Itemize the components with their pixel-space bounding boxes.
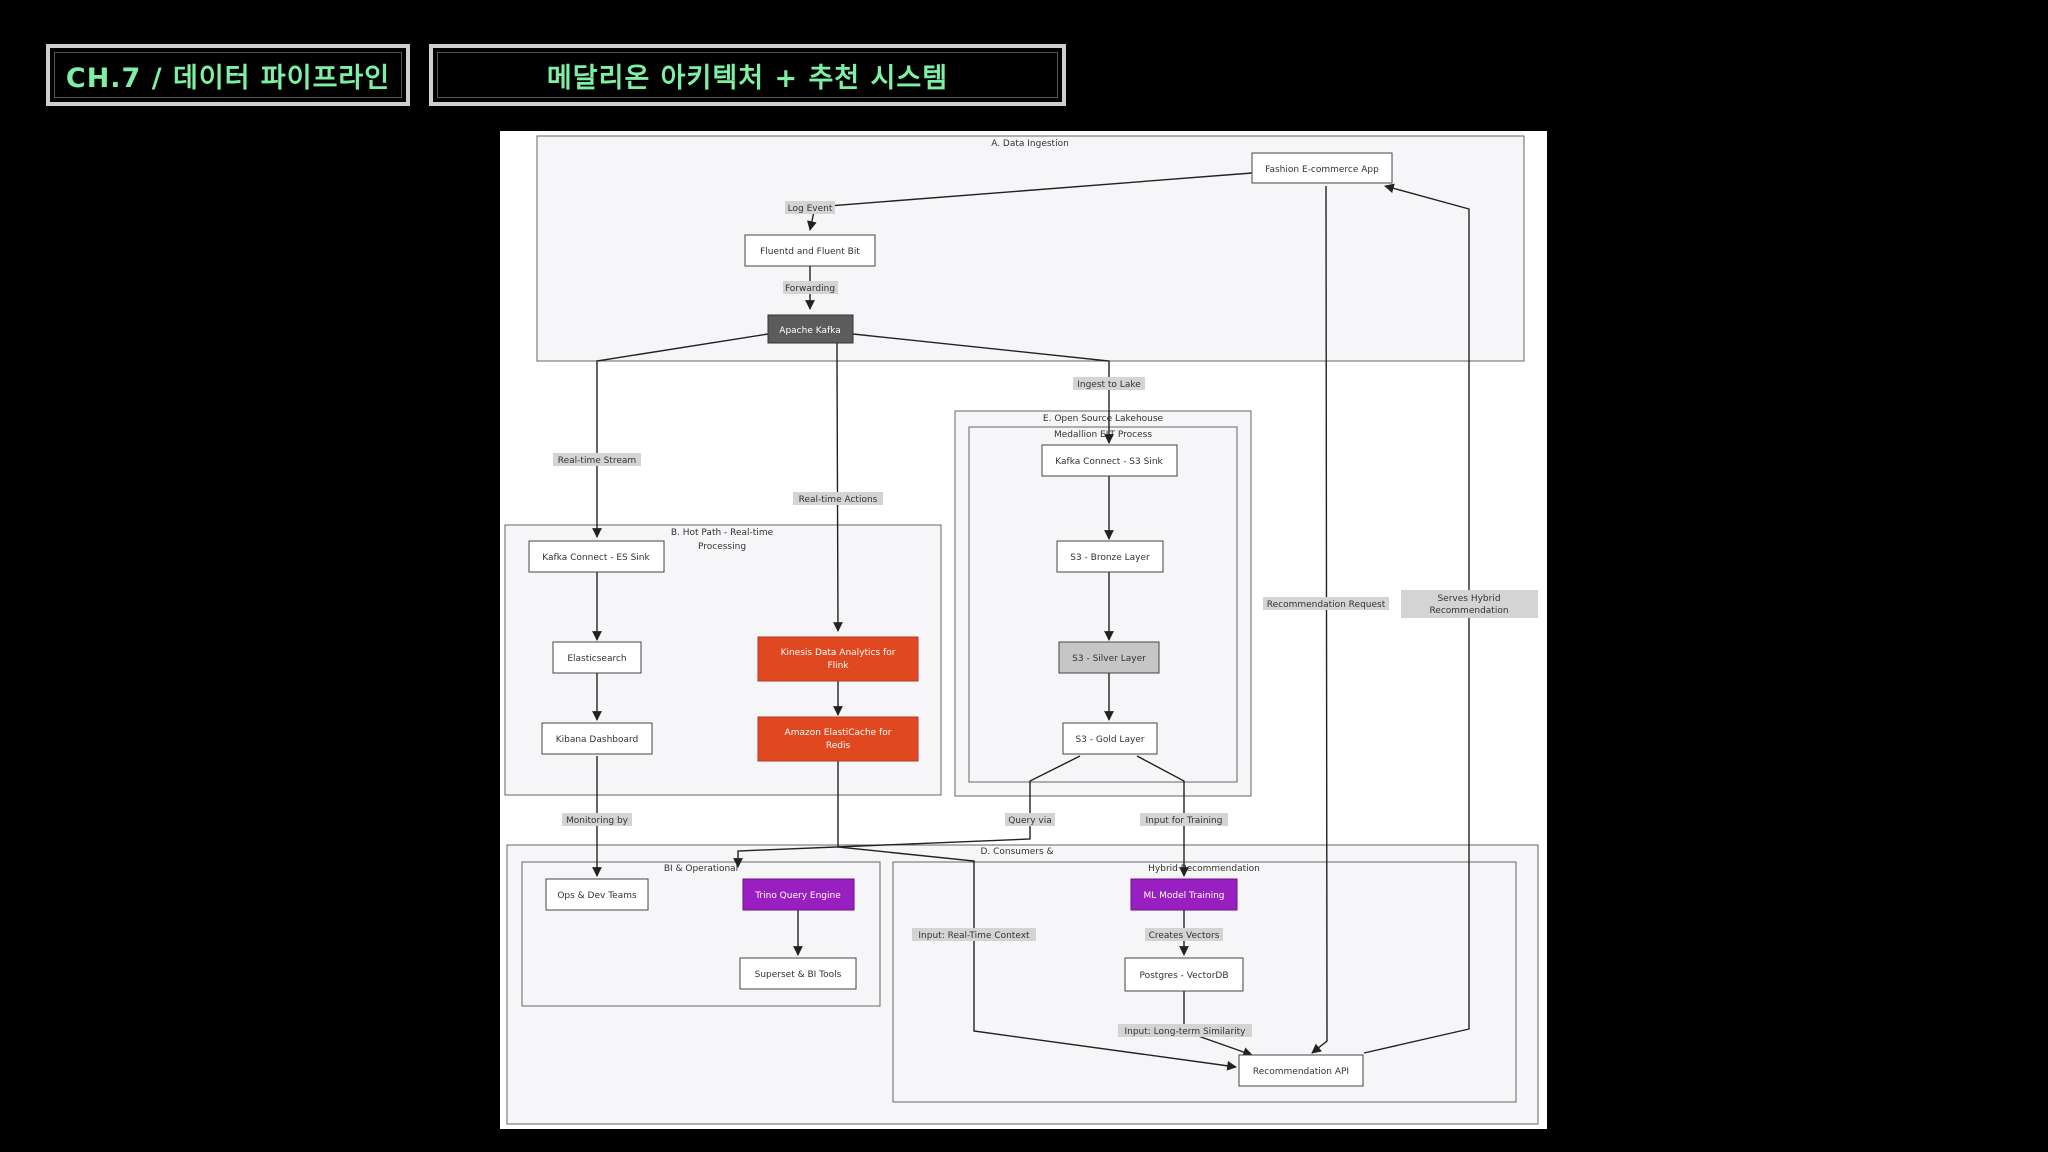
edge-label-ingest-to-lake: Ingest to Lake xyxy=(1077,380,1141,390)
node-postgres-vectordb-label: Postgres - VectorDB xyxy=(1139,971,1228,981)
node-elasticsearch-label: Elasticsearch xyxy=(567,654,626,664)
node-redis-label-2: Redis xyxy=(826,741,851,751)
edge-labels: Log Event Forwarding Ingest to Lake Real… xyxy=(553,201,1538,1037)
node-kafka-label: Apache Kafka xyxy=(779,326,840,336)
chapter-badge: CH.7 / 데이터 파이프라인 xyxy=(46,44,410,106)
node-kafka-connect-s3-label: Kafka Connect - S3 Sink xyxy=(1055,457,1163,467)
edge-label-real-time-actions: Real-time Actions xyxy=(799,495,878,505)
group-consumers-title: D. Consumers & xyxy=(980,847,1053,857)
edge-redis-to-recapi xyxy=(837,761,1237,1071)
node-recommendation-api-label: Recommendation API xyxy=(1253,1067,1349,1077)
node-postgres-vectordb xyxy=(1124,957,1244,992)
edge-label-input-for-training: Input for Training xyxy=(1146,816,1223,826)
node-superset-label: Superset & BI Tools xyxy=(755,970,842,980)
edge-kafka-to-kc-s3 xyxy=(852,333,1114,444)
node-fashion-app-label: Fashion E-commerce App xyxy=(1265,165,1379,175)
node-elasticache-redis xyxy=(757,716,919,762)
node-fashion-app xyxy=(1251,152,1393,184)
node-ml-training xyxy=(1130,878,1238,911)
node-s3-bronze xyxy=(1056,540,1164,573)
node-s3-bronze-label: S3 - Bronze Layer xyxy=(1070,553,1150,563)
architecture-diagram: A. Data Ingestion D. Consumers & BI & Op… xyxy=(500,131,1547,1129)
node-kafka[interactable] xyxy=(767,314,854,344)
node-kafka-connect-s3 xyxy=(1041,444,1178,477)
edge-label-forwarding: Forwarding xyxy=(785,284,835,294)
edge-label-recommendation-request: Recommendation Request xyxy=(1267,600,1386,610)
node-kinesis-label-2: Flink xyxy=(827,661,849,671)
node-s3-gold xyxy=(1062,722,1158,755)
edge-gold-to-trino xyxy=(733,755,1081,868)
diagram-nodes: Fashion E-commerce App Fluentd and Fluen… xyxy=(528,152,1393,1087)
node-trino-label: Trino Query Engine xyxy=(754,891,841,901)
node-ops-dev-teams xyxy=(545,878,649,911)
node-kafka-connect-es xyxy=(528,540,665,573)
node-trino xyxy=(742,878,855,911)
chapter-label: CH.7 / 데이터 파이프라인 xyxy=(65,62,391,94)
node-s3-gold-label: S3 - Gold Layer xyxy=(1075,735,1144,745)
node-kafka-connect-es-label: Kafka Connect - ES Sink xyxy=(542,553,650,563)
group-hot-path-title-1: B. Hot Path - Real-time xyxy=(671,528,774,538)
edge-label-creates-vectors: Creates Vectors xyxy=(1149,931,1220,941)
edge-label-input-real-time-context: Input: Real-Time Context xyxy=(918,931,1030,941)
edge-gold-to-ml xyxy=(1136,755,1189,877)
node-ml-training-label: ML Model Training xyxy=(1143,891,1224,901)
node-elasticsearch xyxy=(552,641,642,674)
node-s3-silver xyxy=(1058,641,1160,674)
edge-label-monitoring-by: Monitoring by xyxy=(566,816,629,826)
node-s3-silver-label: S3 - Silver Layer xyxy=(1072,654,1146,664)
node-kibana-label: Kibana Dashboard xyxy=(556,735,639,745)
edge-kafka-to-kinesis xyxy=(833,343,843,632)
group-data-ingestion-title: A. Data Ingestion xyxy=(991,139,1069,149)
edge-recapi-to-app xyxy=(1363,183,1470,1054)
node-fluentd xyxy=(744,234,876,267)
node-kinesis xyxy=(757,636,919,682)
group-hybrid-recommendation-title: Hybrid Recommendation xyxy=(1148,864,1260,874)
node-fluentd-label: Fluentd and Fluent Bit xyxy=(760,247,860,257)
edge-kafka-to-kc-es xyxy=(592,333,769,538)
node-kibana xyxy=(541,722,653,755)
slide-title: 메달리온 아키텍처 + 추천 시스템 xyxy=(546,62,949,94)
group-medallion-title: Medallion ELT Process xyxy=(1054,430,1152,440)
edge-label-input-long-term-similarity: Input: Long-term Similarity xyxy=(1124,1027,1246,1037)
node-kinesis-label-1: Kinesis Data Analytics for xyxy=(781,648,896,658)
group-lakehouse-title: E. Open Source Lakehouse xyxy=(1043,414,1164,424)
node-recommendation-api xyxy=(1238,1054,1364,1087)
group-hot-path-title-2: Processing xyxy=(698,542,746,552)
edge-label-real-time-stream: Real-time Stream xyxy=(558,456,636,466)
edge-label-query-via: Query via xyxy=(1008,816,1052,826)
edge-label-serves-hybrid-2: Recommendation xyxy=(1429,606,1508,616)
edge-label-serves-hybrid-1: Serves Hybrid xyxy=(1437,594,1500,604)
diagram-canvas: A. Data Ingestion D. Consumers & BI & Op… xyxy=(504,135,1539,1125)
edge-app-to-recapi xyxy=(1311,185,1328,1054)
slide-title-box: 메달리온 아키텍처 + 추천 시스템 xyxy=(429,44,1066,106)
node-ops-dev-teams-label: Ops & Dev Teams xyxy=(557,891,637,901)
group-bi-operational-title: BI & Operational xyxy=(664,864,738,874)
node-redis-label-1: Amazon ElastiCache for xyxy=(785,728,892,738)
node-superset xyxy=(739,957,857,990)
edge-label-log-event: Log Event xyxy=(788,204,833,214)
